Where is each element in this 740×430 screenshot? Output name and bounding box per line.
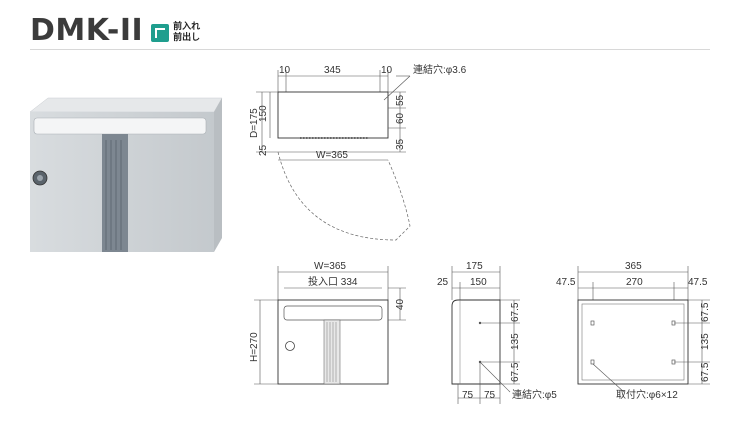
front-load-icon — [151, 24, 170, 42]
side-top-mid: 345 — [324, 65, 341, 76]
side-r60: 60 — [395, 112, 406, 124]
front-lock-icon — [285, 341, 295, 351]
badge-line-1: 前入れ — [173, 22, 201, 32]
front-right40: 40 — [395, 298, 406, 310]
profile-b2: 75 — [484, 390, 496, 401]
header-divider — [30, 49, 710, 50]
side-top-left: 10 — [279, 65, 291, 76]
product-title: DMK-II — [30, 12, 144, 48]
front-load-badge: 前入れ 前出し — [151, 22, 200, 44]
profile-v3: 67.5 — [510, 362, 521, 382]
profile-hole-label: 連結穴:φ5 — [512, 388, 557, 401]
side-d150: 150 — [258, 105, 269, 122]
side-r55: 55 — [395, 94, 406, 106]
profile-total: 175 — [466, 261, 483, 272]
mailbox-photo — [29, 97, 223, 252]
side-d25: 25 — [258, 144, 269, 156]
back-right: 47.5 — [688, 277, 708, 288]
side-hole-label: 連結穴:φ3.6 — [413, 63, 467, 76]
side-depth: D=175 — [249, 108, 260, 138]
back-v1: 67.5 — [700, 302, 711, 322]
front-view-drawing — [254, 266, 406, 385]
side-r35: 35 — [395, 138, 406, 150]
back-v3: 67.5 — [700, 362, 711, 382]
side-width: W=365 — [316, 150, 348, 161]
badge-labels: 前入れ 前出し — [173, 22, 200, 44]
side-top-right: 10 — [381, 65, 393, 76]
back-total: 365 — [625, 261, 642, 272]
back-hole-label: 取付穴:φ6×12 — [616, 388, 678, 401]
front-width: W=365 — [314, 261, 346, 272]
back-view-drawing — [577, 266, 710, 393]
front-height: H=270 — [249, 332, 260, 362]
profile-mid150: 150 — [470, 277, 487, 288]
profile-v2: 135 — [510, 333, 521, 350]
profile-view-drawing — [451, 266, 520, 404]
back-left: 47.5 — [556, 277, 576, 288]
profile-left25: 25 — [437, 277, 449, 288]
back-v2: 135 — [700, 333, 711, 350]
profile-b1: 75 — [462, 390, 474, 401]
back-mid: 270 — [626, 277, 643, 288]
badge-line-2: 前出し — [173, 33, 201, 43]
profile-v1: 67.5 — [510, 302, 521, 322]
front-slot: 投入口 334 — [308, 275, 358, 288]
page-header: DMK-II 前入れ 前出し — [30, 10, 200, 50]
side-view-drawing — [256, 70, 411, 241]
